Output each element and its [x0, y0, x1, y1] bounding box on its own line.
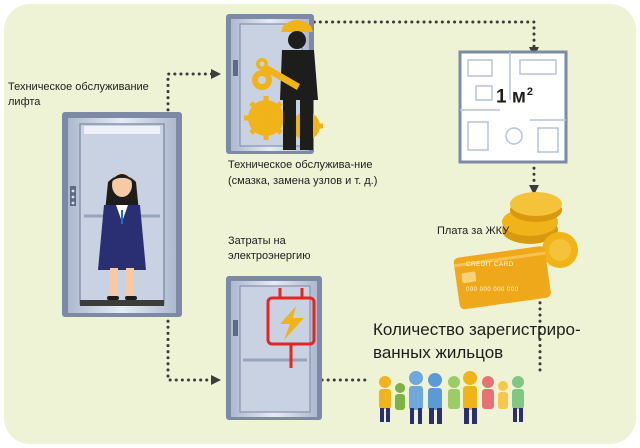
- label-registered-residents: Количество зарегистриро-ванных жильцов: [373, 320, 581, 362]
- arrow-lift-to-maintenance: [166, 69, 221, 118]
- elevator-with-woman: [62, 112, 182, 317]
- card-number: 000 000 000 000: [466, 287, 519, 293]
- area-unit-text: 1 м: [496, 86, 526, 108]
- label-energy-costs: Затраты на электроэнергию: [228, 235, 311, 262]
- label-housing-payment: Плата за ЖКУ: [437, 225, 510, 237]
- energy-plug-icon: [266, 288, 316, 368]
- coin-stack: [502, 192, 578, 268]
- family-illustration: [379, 371, 524, 424]
- credit-card: [453, 246, 551, 310]
- label-maintenance-detail: Техническое обслужива-ние (смазка, замен…: [228, 159, 378, 187]
- card-title: CREDIT CARD: [466, 261, 514, 268]
- area-unit-exponent: 2: [526, 86, 534, 98]
- energy-elevator: [226, 276, 322, 420]
- arrow-lift-to-energy: [166, 313, 221, 385]
- label-lift-maintenance: Техническое обслуживание лифта: [8, 81, 149, 108]
- arrow-maintenance-to-area: [300, 20, 539, 57]
- area-unit-label: 1 м2: [496, 86, 533, 108]
- apartment-floor-plan: [458, 50, 568, 164]
- maintenance-elevator: [226, 14, 323, 154]
